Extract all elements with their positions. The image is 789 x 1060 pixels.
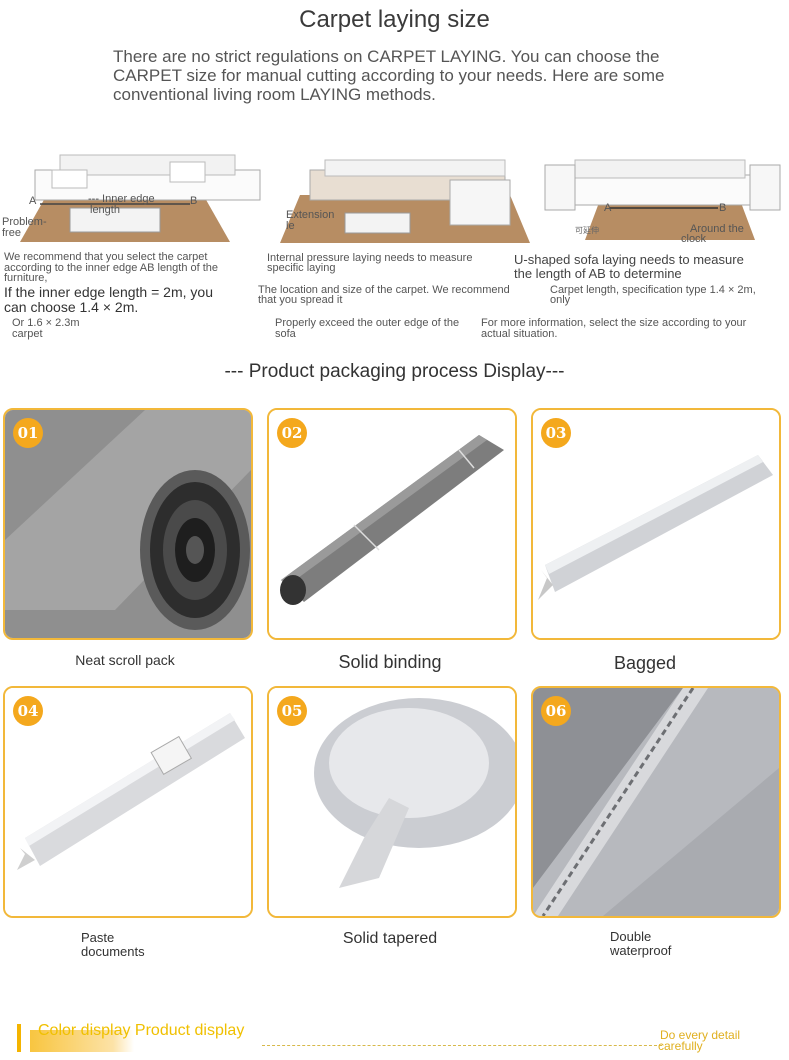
diagram-2-text-2: specific laying bbox=[267, 262, 336, 274]
extension-label: Extension bbox=[286, 209, 335, 221]
diagram-3-text-3: Carpet length, specification type 1.4 × … bbox=[550, 284, 756, 296]
footer-highlight bbox=[30, 1030, 134, 1052]
waterproof-seam-image bbox=[533, 688, 779, 916]
packaging-card-04: 04 bbox=[3, 686, 253, 918]
packaging-card-02: 02 bbox=[267, 408, 517, 640]
free-label: free bbox=[2, 227, 21, 239]
diagram-1-text-5: can choose 1.4 × 2m. bbox=[4, 299, 139, 315]
footer-note-line-1: Do every detail bbox=[660, 1028, 741, 1042]
step-badge: 04 bbox=[13, 696, 43, 726]
diagram-2-text-3: The location and size of the carpet. We … bbox=[258, 284, 510, 296]
diagram-2-text-4: that you spread it bbox=[258, 294, 343, 306]
packaging-section-title: --- Product packaging process Display--- bbox=[224, 361, 565, 382]
step-caption-line-1: Paste bbox=[81, 930, 115, 945]
sofa-diagram-1 bbox=[0, 150, 270, 245]
diagram-2-text-5: Properly exceed the outer edge of the bbox=[275, 317, 460, 329]
rolled-carpet-image bbox=[5, 410, 251, 638]
diagram-1-text-7: carpet bbox=[12, 328, 43, 340]
step-caption: Solid tapered bbox=[342, 930, 438, 947]
step-badge: 01 bbox=[13, 418, 43, 448]
bagged-roll-image bbox=[533, 410, 779, 638]
diagram-1-text-3: furniture, bbox=[4, 272, 48, 284]
packaging-card-01: 01 bbox=[3, 408, 253, 640]
documented-roll-image bbox=[5, 688, 251, 916]
tapered-end-image bbox=[269, 688, 515, 916]
step-caption-line-2: documents bbox=[81, 944, 145, 959]
diagram-2-text-1: Internal pressure laying needs to measur… bbox=[267, 252, 473, 264]
step-caption: Solid binding bbox=[338, 652, 442, 672]
intro-text: There are no strict regulations on CARPE… bbox=[113, 47, 665, 104]
diagram-3-text-5: For more information, select the size ac… bbox=[481, 317, 747, 329]
step-badge: 05 bbox=[277, 696, 307, 726]
point-b-label: B bbox=[190, 195, 198, 207]
step-caption-line-1: Double bbox=[610, 929, 652, 944]
diagram-3-text-6: actual situation. bbox=[481, 328, 558, 340]
sofa-diagram-3 bbox=[540, 155, 789, 245]
diagram-1-text-4: If the inner edge length = 2m, you bbox=[4, 284, 213, 300]
problem-label: Problem- bbox=[2, 216, 47, 228]
footer-divider bbox=[262, 1045, 662, 1046]
diagram-2-text-6: sofa bbox=[275, 328, 296, 340]
sofa-diagram-2 bbox=[270, 155, 540, 245]
footer-note-line-2: carefully bbox=[658, 1039, 703, 1053]
extend-mark: 可延伸 bbox=[575, 226, 599, 235]
packaging-card-06: 06 bbox=[531, 686, 781, 918]
footer-accent-bar bbox=[17, 1024, 21, 1052]
diagram-1-text-1: We recommend that you select the carpet bbox=[4, 251, 208, 263]
clock-label: Around the bbox=[690, 223, 744, 235]
step-badge: 06 bbox=[541, 696, 571, 726]
point-a-label: A bbox=[29, 195, 37, 207]
page-title: Carpet laying size bbox=[299, 6, 490, 33]
step-caption: Bagged bbox=[613, 653, 677, 673]
inner-edge-length-label: length bbox=[90, 204, 120, 216]
diagram-3-text-4: only bbox=[550, 294, 571, 306]
point-b-label-3: B bbox=[719, 202, 727, 214]
packaging-card-03: 03 bbox=[531, 408, 781, 640]
step-caption-line-2: waterproof bbox=[610, 943, 672, 958]
step-badge: 03 bbox=[541, 418, 571, 448]
diagram-3-text-2: the length of AB to determine bbox=[514, 266, 682, 281]
bound-roll-image bbox=[269, 410, 515, 638]
inner-edge-label: --- Inner edge bbox=[88, 193, 155, 205]
diagram-1-text-2: according to the inner edge AB length of… bbox=[4, 262, 219, 274]
extension-label-2: le bbox=[286, 220, 295, 232]
step-caption: Neat scroll pack bbox=[75, 652, 175, 668]
footer-title: Color display Product display bbox=[38, 1022, 245, 1039]
diagram-1-text-6: Or 1.6 × 2.3m bbox=[12, 317, 80, 329]
clock-label-2: clock bbox=[681, 233, 707, 245]
diagram-3-text-1: U-shaped sofa laying needs to measure bbox=[514, 252, 744, 267]
point-a-label-3: A bbox=[604, 202, 612, 214]
packaging-card-05: 05 bbox=[267, 686, 517, 918]
step-badge: 02 bbox=[277, 418, 307, 448]
